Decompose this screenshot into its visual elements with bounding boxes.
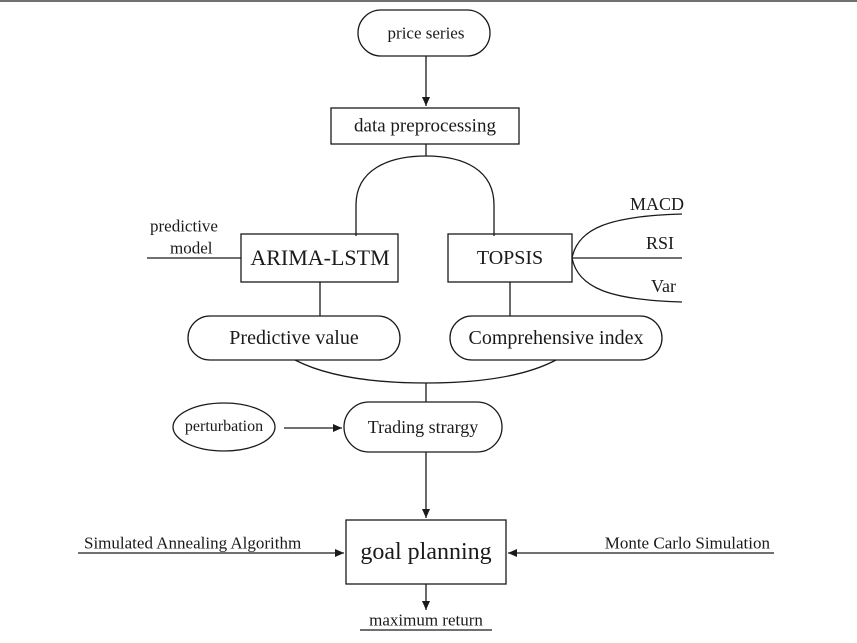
- split-arc: [355, 155, 495, 236]
- arima-lstm-label: ARIMA-LSTM: [250, 245, 390, 270]
- predictive-model-label-line2: model: [170, 238, 213, 258]
- comprehensive-index-label: Comprehensive index: [468, 327, 644, 349]
- monte-carlo-label: Monte Carlo Simulation: [604, 533, 770, 553]
- var-curve: [571, 257, 683, 303]
- rsi-label: RSI: [646, 233, 675, 253]
- trading-strategy-label: Trading strargy: [367, 417, 479, 437]
- data-preprocessing-node: [330, 107, 520, 145]
- perturbation-label: perturbation: [184, 418, 264, 435]
- macd-label: MACD: [630, 194, 685, 214]
- var-label: Var: [651, 276, 676, 296]
- goal-planning-label: goal planning: [360, 539, 492, 565]
- simulated-annealing-label: Simulated Annealing Algorithm: [84, 533, 302, 553]
- macd-curve: [571, 213, 683, 259]
- predictive-model-label-line1: predictive: [150, 216, 218, 236]
- topsis-label: TOPSIS: [476, 247, 544, 269]
- data-preprocessing-label: data preprocessing: [354, 115, 496, 137]
- maximum-return-label: maximum return: [369, 610, 483, 630]
- merge-arc: [294, 359, 557, 384]
- perturbation-node: [172, 402, 276, 452]
- trading-strategy-node: [343, 401, 503, 453]
- predictive-value-label: Predictive value: [229, 327, 359, 349]
- predictive-value-node: [187, 315, 401, 361]
- price-series-label: price series: [387, 23, 465, 43]
- price-series-node: [357, 9, 491, 57]
